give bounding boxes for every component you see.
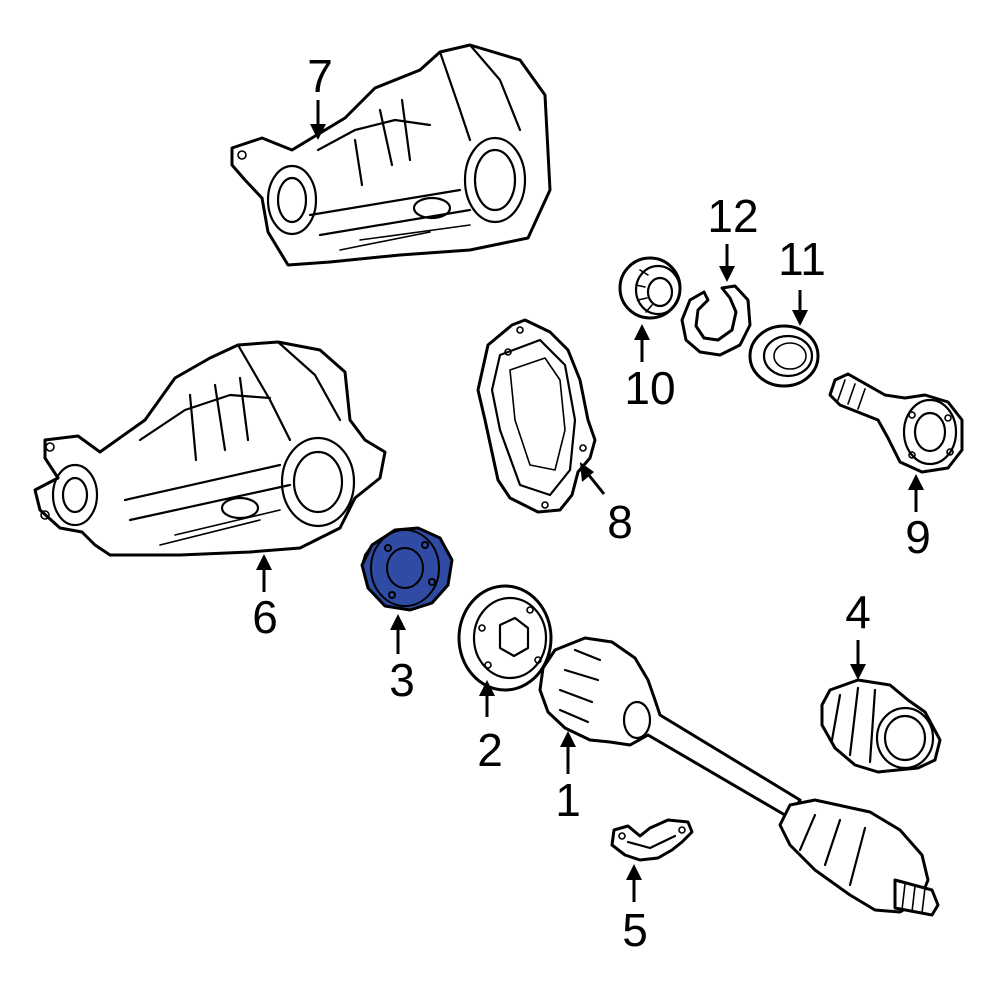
callout-1-label: 1	[555, 774, 581, 826]
callout-3: 3	[389, 614, 415, 706]
part-4-boot[interactable]	[820, 678, 942, 774]
part-8-cover[interactable]	[476, 318, 597, 514]
callout-4-label: 4	[845, 586, 871, 638]
callout-2: 2	[477, 680, 503, 776]
callout-12: 12	[707, 190, 759, 282]
part-1-axle-shaft[interactable]	[538, 636, 940, 917]
part-12-snap-ring[interactable]	[680, 284, 752, 357]
callout-4: 4	[845, 586, 871, 680]
callout-7-label: 7	[307, 50, 333, 102]
callout-3-label: 3	[389, 654, 415, 706]
part-2-inner-cv-joint[interactable]	[457, 584, 553, 692]
part-7-differential-housing[interactable]	[230, 43, 552, 267]
callout-6: 6	[252, 554, 278, 643]
callout-9-label: 9	[905, 511, 931, 563]
callout-2-label: 2	[477, 724, 503, 776]
callout-8: 8	[580, 462, 633, 548]
callout-11: 11	[778, 233, 826, 326]
part-10-bearing[interactable]	[618, 256, 682, 320]
callout-5-label: 5	[622, 904, 648, 956]
callout-12-label: 12	[707, 190, 758, 242]
part-11-seal[interactable]	[748, 324, 820, 388]
callout-1: 1	[555, 731, 581, 826]
callout-8-label: 8	[607, 496, 633, 548]
part-5-clamp[interactable]	[610, 818, 694, 862]
part-6-differential-assembly[interactable]	[33, 340, 387, 557]
callout-7: 7	[307, 50, 333, 140]
callout-5: 5	[622, 864, 648, 956]
callout-11-label: 11	[778, 233, 826, 285]
callout-10: 10	[624, 324, 676, 414]
callout-9: 9	[905, 474, 931, 563]
part-9-output-flange[interactable]	[828, 372, 964, 474]
callout-10-label: 10	[624, 362, 675, 414]
part-3-flange[interactable]	[360, 526, 454, 612]
callout-6-label: 6	[252, 591, 278, 643]
